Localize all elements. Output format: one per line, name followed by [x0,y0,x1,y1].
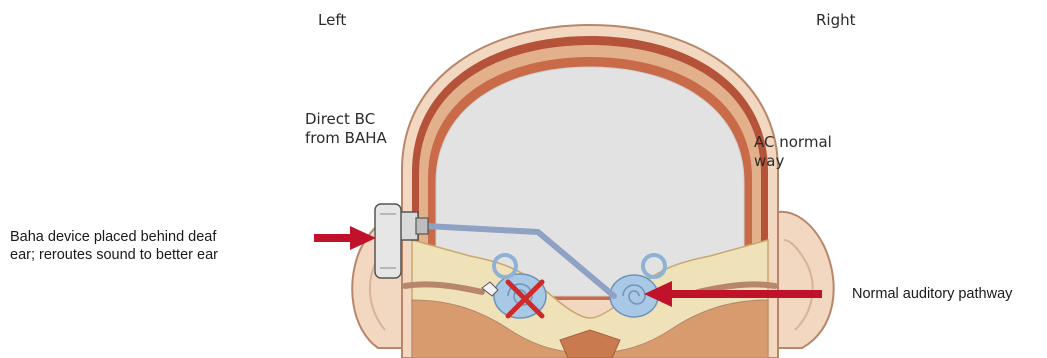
left-side-label: Left [318,11,346,30]
ac-normal-label: AC normal way [754,133,832,171]
direct-bc-label: Direct BC from BAHA [305,110,387,148]
normal-pathway-caption: Normal auditory pathway [852,285,1012,303]
right-side-label: Right [816,11,856,30]
baha-device-caption: Baha device placed behind deaf ear; rero… [10,228,218,264]
right-ear [778,212,834,348]
